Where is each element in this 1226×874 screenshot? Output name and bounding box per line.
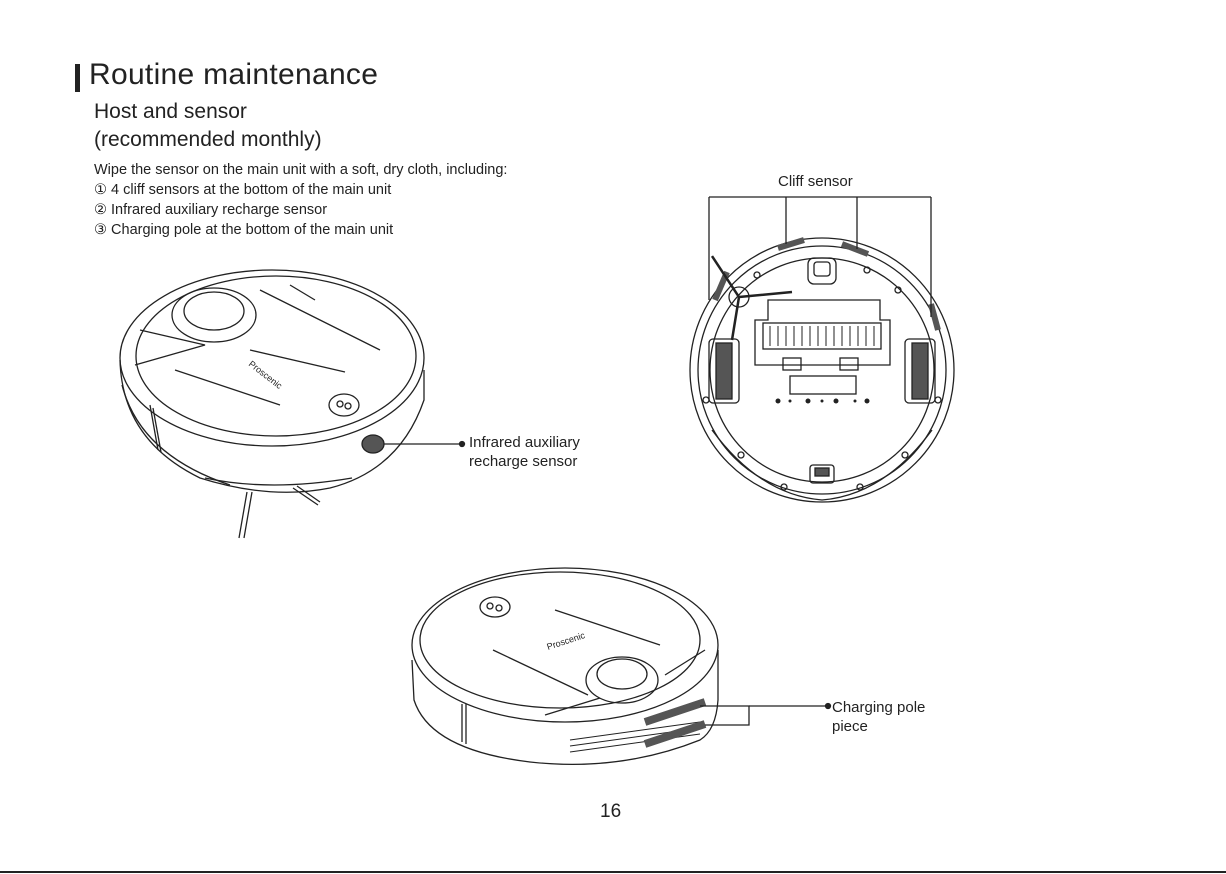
left-wheel-tread: [715, 342, 733, 400]
side-clean-button: [495, 604, 503, 612]
infrared-sensor-window: [361, 434, 385, 454]
instructions-intro: Wipe the sensor on the main unit with a …: [94, 162, 508, 178]
lid-seam: [174, 369, 281, 406]
robot-top-body-band: [121, 384, 231, 486]
instructions-block: Wipe the sensor on the main unit with a …: [94, 160, 507, 240]
charging-pole-label: Charging pole piece: [832, 698, 925, 736]
robot-bottom-outer-rim: [689, 237, 955, 503]
cliff-sensor-pad: [840, 241, 870, 257]
charging-contact-housing: [809, 464, 835, 484]
side-brush-bristle: [238, 491, 253, 539]
robot-side-top-rim: [411, 567, 719, 723]
bottom-bumper-arc: [711, 429, 933, 501]
cliff-sensor-pad: [928, 303, 941, 331]
bottom-rule: [0, 871, 1226, 873]
infrared-label-line2: recharge sensor: [469, 453, 578, 470]
infrared-callout-dot: [458, 440, 466, 448]
clean-button-icon: [344, 402, 352, 410]
right-wheel-tread: [911, 342, 929, 400]
right-drive-wheel: [904, 338, 936, 404]
lid-seam: [259, 289, 381, 351]
cliff-sensor-label: Cliff sensor: [778, 173, 853, 190]
home-button-icon: [336, 400, 344, 408]
lidar-turret-cap: [183, 291, 245, 331]
robot-side-bumper-mark: [461, 704, 467, 744]
lidar-turret-base: [171, 287, 257, 343]
page-title: Routine maintenance: [89, 58, 379, 91]
lid-seam: [134, 329, 206, 366]
side-lidar-cap: [596, 658, 648, 690]
side-lid-seam: [544, 697, 601, 716]
caster-wheel-housing: [807, 257, 837, 285]
instructions-list: ① 4 cliff sensors at the bottom of the m…: [94, 180, 507, 240]
power-button-icon: [328, 393, 360, 417]
side-lid-seam: [554, 609, 661, 646]
robot-bottom-inner-rim: [697, 245, 947, 495]
robot-top-bumper-mark: [152, 407, 162, 453]
caster-wheel: [813, 261, 831, 277]
section-heading-frequency: (recommended monthly): [94, 128, 322, 151]
cliff-sensor-bracket: [708, 196, 932, 317]
brand-logo: Proscenic: [247, 359, 285, 392]
robot-side-view: Proscenic: [411, 567, 719, 766]
side-brush-arms: [710, 255, 793, 341]
side-brush-bristle: [292, 485, 321, 506]
main-brush-housing: [754, 299, 891, 366]
infrared-sensor-label: Infrared auxiliary recharge sensor: [469, 433, 580, 471]
charging-contact: [814, 467, 830, 477]
side-lidar-base: [585, 656, 659, 704]
robot-side-body: [411, 650, 719, 766]
side-button-panel: [479, 596, 511, 618]
robot-side-lid: [419, 571, 701, 709]
infrared-label-line1: Infrared auxiliary: [469, 434, 580, 451]
brush-latch: [839, 357, 859, 371]
page-number: 16: [600, 801, 622, 822]
battery-cover: [789, 375, 857, 395]
charging-label-line2: piece: [832, 718, 868, 735]
main-brush-roller: [762, 322, 882, 350]
robot-top-body-side: [119, 359, 425, 493]
instruction-item: ③ Charging pole at the bottom of the mai…: [94, 222, 394, 238]
robot-top-underside: [204, 477, 353, 486]
instruction-item: ② Infrared auxiliary recharge sensor: [94, 202, 328, 218]
brush-latch: [782, 357, 802, 371]
side-lid-seam: [664, 649, 706, 676]
side-home-button: [486, 602, 494, 610]
screw-icons: [702, 266, 942, 491]
left-drive-wheel: [708, 338, 740, 404]
robot-top-outer-rim: [119, 269, 425, 447]
instruction-item: ① 4 cliff sensors at the bottom of the m…: [94, 182, 392, 198]
main-brush-bristles: [769, 326, 875, 346]
robot-top-lid: [135, 275, 417, 437]
side-lid-seam: [492, 649, 589, 696]
robot-top-view: Proscenic: [119, 269, 425, 539]
cliff-sensor-pad: [777, 237, 805, 251]
title-accent-bar: [75, 64, 80, 92]
charging-pole-piece: [643, 698, 707, 726]
section-heading: Host and sensor: [94, 100, 247, 123]
charging-label-line1: Charging pole: [832, 699, 926, 716]
bottom-sensor-dots: [775, 398, 870, 404]
lid-seam: [249, 349, 346, 373]
robot-bottom-view: [689, 237, 955, 503]
charging-pole-piece: [643, 720, 707, 748]
lid-seam: [289, 284, 316, 301]
robot-top-bumper-mark: [149, 404, 159, 451]
charging-callout: [700, 702, 832, 726]
side-brand-logo: Proscenic: [546, 630, 587, 652]
